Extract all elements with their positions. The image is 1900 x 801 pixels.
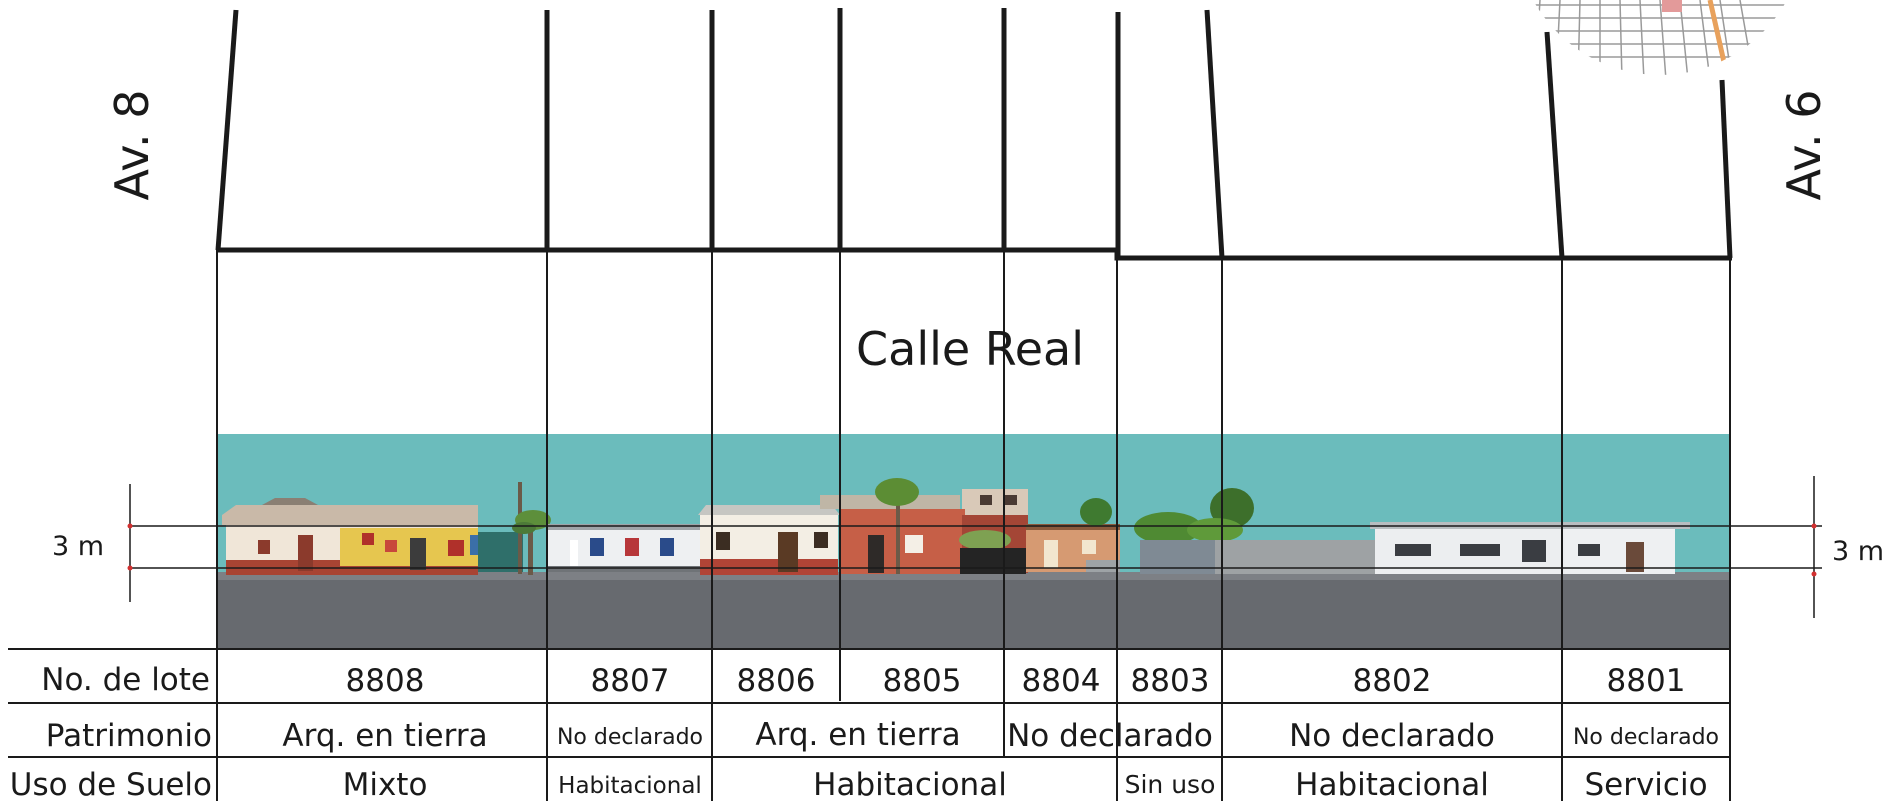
elevation-band (130, 434, 1822, 649)
building-8805 (820, 478, 1028, 574)
building-8806 (698, 505, 840, 575)
patrimonio-8807: No declarado (557, 725, 703, 750)
left-avenue-label: Av. 8 (105, 90, 159, 201)
lot-number-8806: 8806 (737, 663, 816, 699)
patrimonio-8804-8803: No declarado (1007, 718, 1213, 754)
uso-8808: Mixto (343, 767, 428, 801)
lot-number-8804: 8804 (1022, 663, 1101, 699)
lot-number-8802: 8802 (1353, 663, 1432, 699)
building-8807 (512, 482, 706, 575)
lot-division-lines (216, 250, 1731, 801)
height-reference-lines (130, 525, 1822, 569)
patrimonio-8806-8805: Arq. en tierra (755, 717, 960, 753)
lot-number-8808: 8808 (346, 663, 425, 699)
road-surface (217, 579, 1730, 649)
row-label-uso: Uso de Suelo (10, 767, 212, 801)
row-label-patrimonio: Patrimonio (46, 718, 212, 754)
street-name-title: Calle Real (856, 322, 1084, 376)
lot-number-8803: 8803 (1131, 663, 1210, 699)
uso-8807: Habitacional (558, 773, 702, 799)
building-8804 (1026, 498, 1120, 572)
patrimonio-8808: Arq. en tierra (282, 718, 487, 754)
height-marker-right: 3 m (1811, 476, 1884, 618)
lot-boundary-plan (215, 8, 1733, 261)
building-8801 (1560, 522, 1690, 574)
uso-8801: Servicio (1584, 767, 1707, 801)
row-label-lote: No. de lote (41, 662, 210, 698)
building-8803 (1134, 488, 1254, 574)
height-marker-left: 3 m (52, 484, 133, 602)
uso-8802: Habitacional (1295, 767, 1489, 801)
height-label-left: 3 m (52, 531, 104, 562)
right-avenue-label: Av. 6 (1777, 90, 1831, 201)
patrimonio-8801: No declarado (1573, 725, 1719, 750)
patrimonio-8802: No declarado (1289, 718, 1495, 754)
lot-data-table: No. de lote Patrimonio Uso de Suelo 8808… (8, 648, 1730, 801)
location-map-inset (1515, 0, 1805, 75)
height-label-right: 3 m (1832, 536, 1884, 567)
building-8808 (222, 498, 523, 575)
uso-8803: Sin uso (1125, 770, 1216, 799)
lot-number-8801: 8801 (1607, 663, 1686, 699)
uso-8806-8804: Habitacional (813, 767, 1007, 801)
lot-number-8807: 8807 (591, 663, 670, 699)
lot-number-8805: 8805 (883, 663, 962, 699)
